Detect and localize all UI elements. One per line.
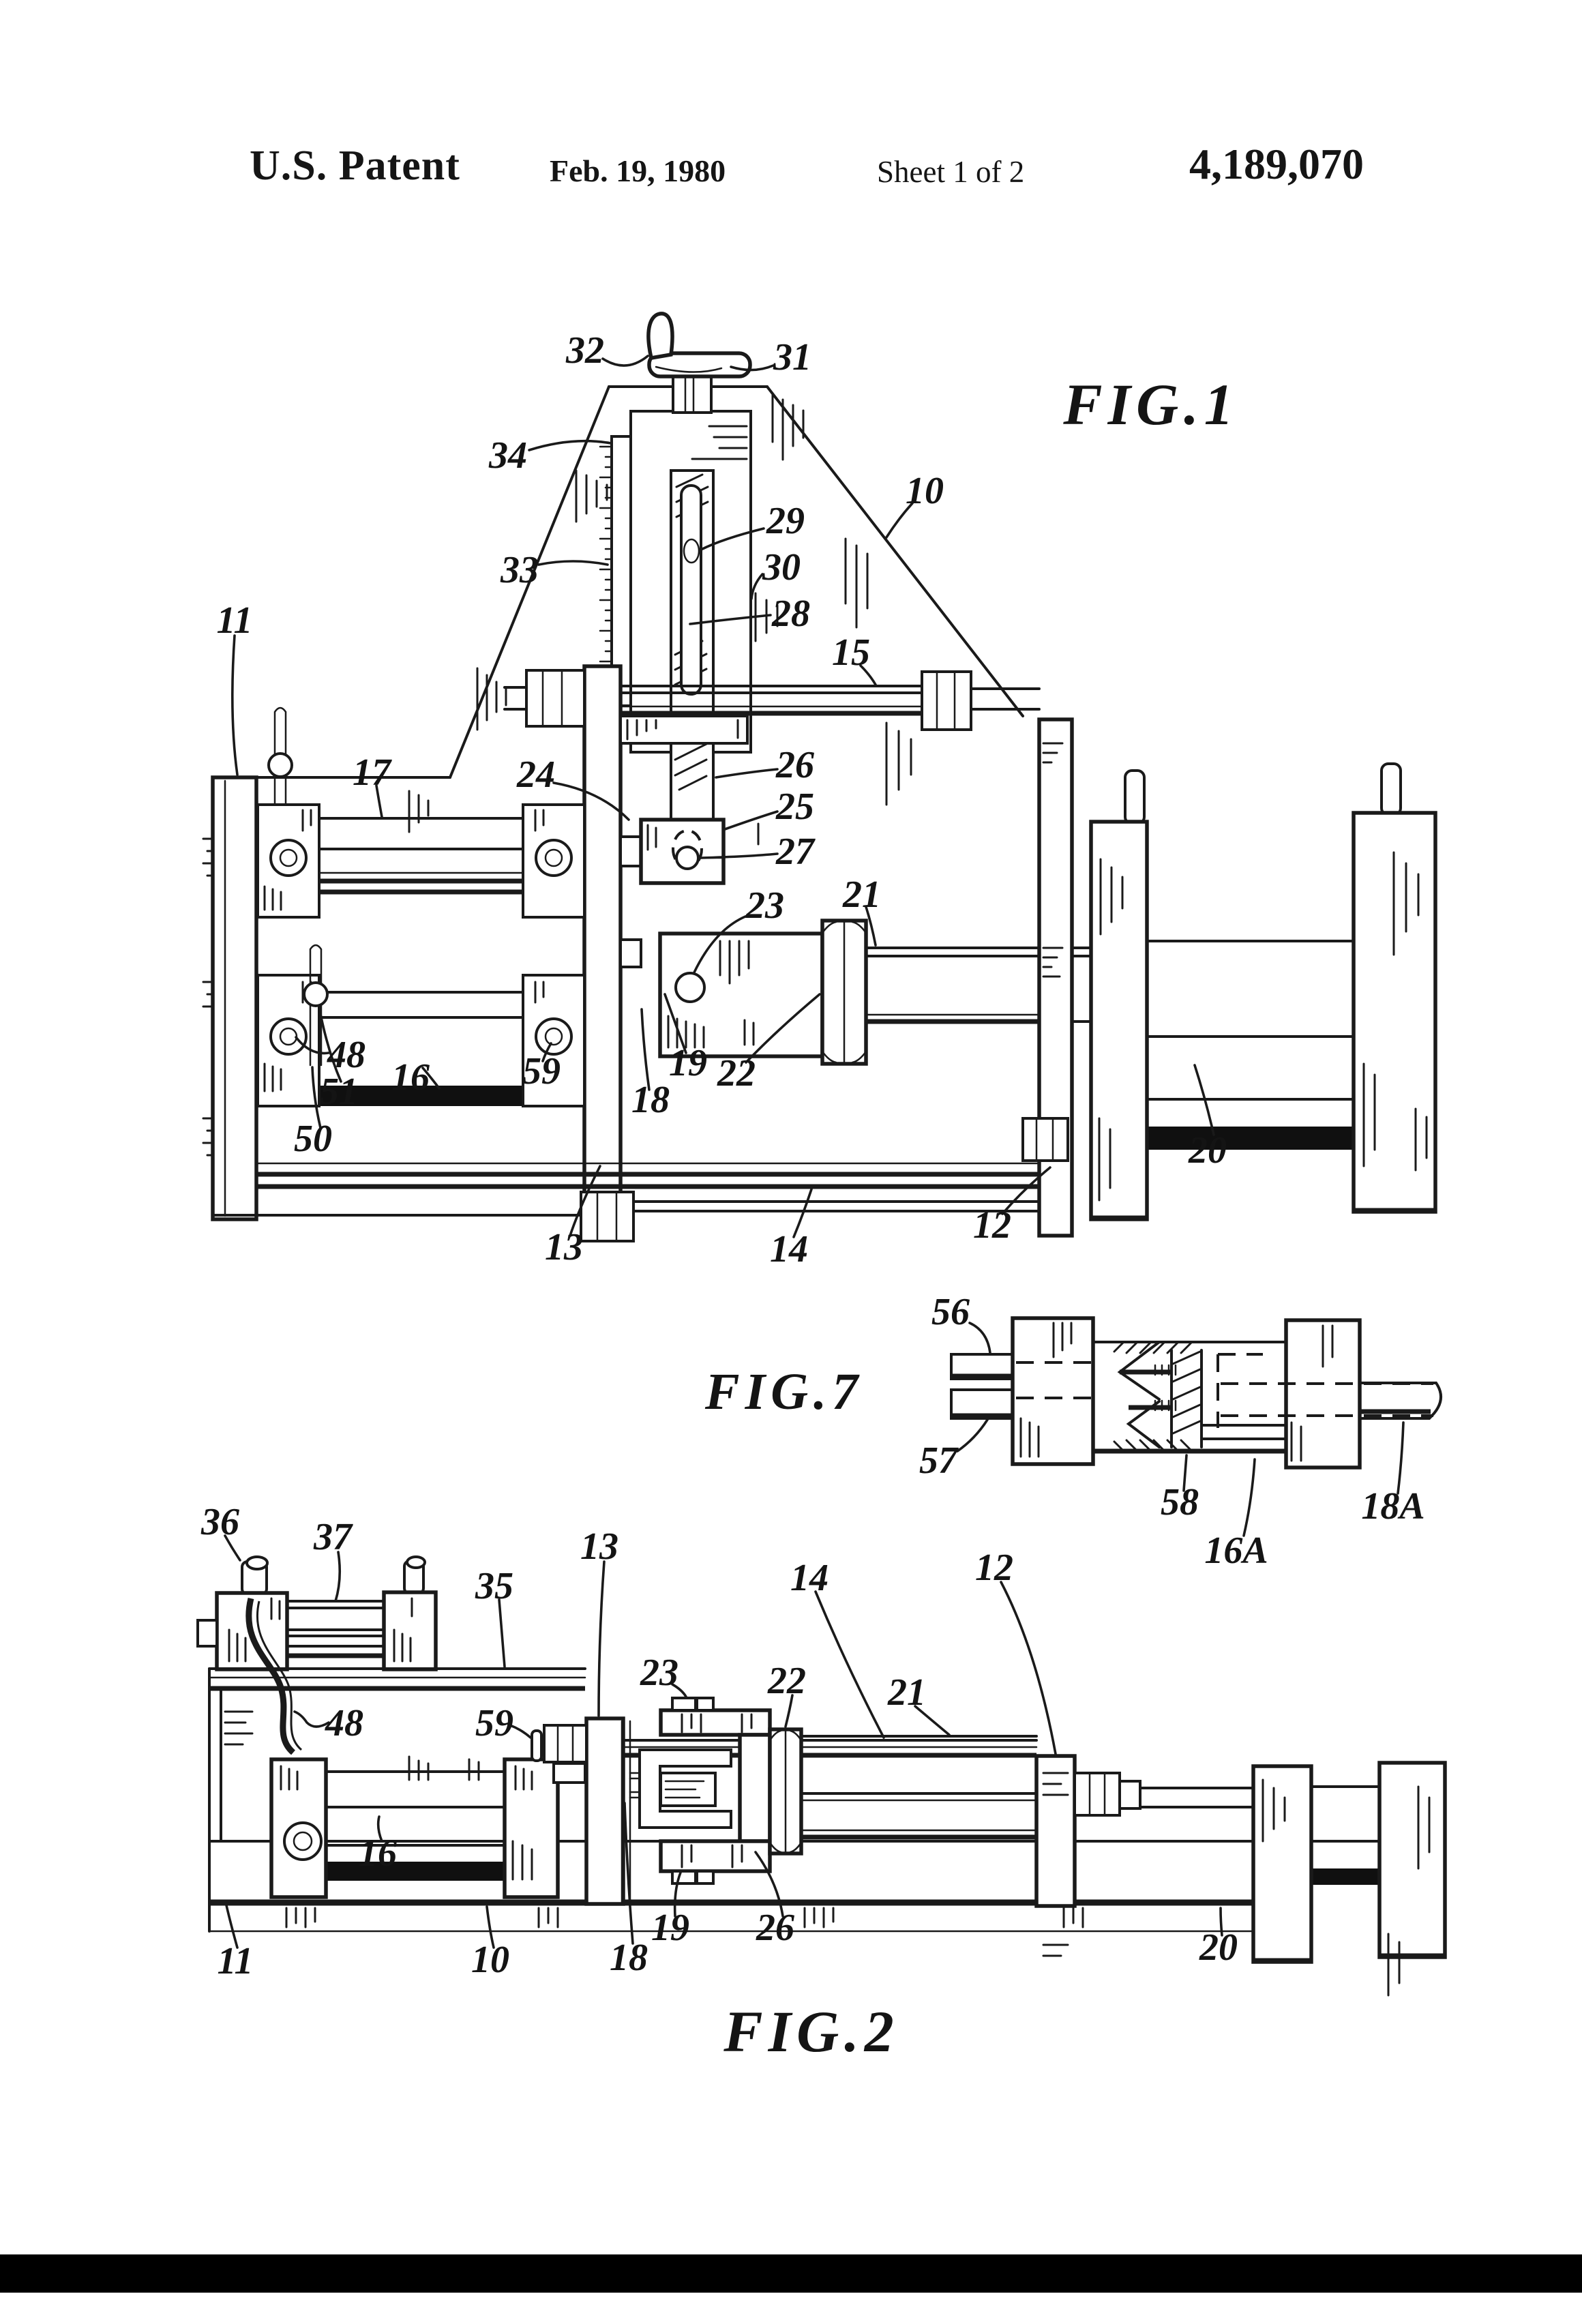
ref-label-59: 59 bbox=[475, 1702, 513, 1744]
fig1-tie-rod-nut-right bbox=[921, 670, 972, 731]
fig1-centre-plate bbox=[503, 664, 1041, 1223]
ref-label-18A: 18A bbox=[1361, 1485, 1424, 1528]
ref-label-17: 17 bbox=[353, 751, 392, 794]
ref-label-25: 25 bbox=[775, 786, 814, 828]
scan-footer-bar bbox=[0, 2254, 1582, 2293]
ref-label-59: 59 bbox=[522, 1050, 561, 1092]
ref-label-12: 12 bbox=[975, 1547, 1013, 1589]
ref-label-14: 14 bbox=[790, 1557, 829, 1599]
ref-label-11: 11 bbox=[217, 599, 253, 642]
ref-label-10: 10 bbox=[471, 1939, 509, 1981]
ref-label-13: 13 bbox=[545, 1226, 583, 1268]
ref-label-16: 16 bbox=[359, 1832, 397, 1875]
ref-label-15: 15 bbox=[832, 631, 870, 674]
fig1-bottom-nut-right bbox=[1021, 1117, 1069, 1162]
ref-label-21: 21 bbox=[887, 1671, 926, 1714]
fig1-right-end-plate bbox=[211, 717, 1074, 1242]
ref-label-20: 20 bbox=[1199, 1926, 1238, 1969]
patent-header-title: U.S. Patent bbox=[250, 143, 460, 189]
ref-label-22: 22 bbox=[767, 1660, 806, 1702]
fig2-caption: FIG.2 bbox=[723, 1999, 899, 2064]
fig1-slide-blocks bbox=[619, 818, 1041, 1066]
ref-label-51: 51 bbox=[320, 1071, 358, 1113]
ref-label-16A: 16A bbox=[1204, 1530, 1268, 1572]
ref-label-27: 27 bbox=[775, 831, 816, 873]
fig7-coupling-detail bbox=[950, 1316, 1442, 1470]
fig2-output-cylinder bbox=[1139, 1761, 1447, 1997]
fig1-handle-knob bbox=[646, 312, 674, 361]
ref-label-57: 57 bbox=[919, 1440, 959, 1482]
ref-label-10: 10 bbox=[906, 470, 944, 512]
ref-label-26: 26 bbox=[775, 744, 814, 786]
fig2-pin-59 bbox=[531, 1729, 543, 1762]
ref-label-36: 36 bbox=[200, 1501, 239, 1543]
ref-label-26: 26 bbox=[756, 1907, 794, 1949]
ref-label-13: 13 bbox=[580, 1525, 618, 1568]
ref-label-14: 14 bbox=[770, 1228, 808, 1270]
fig2-centre-assembly bbox=[543, 1697, 1141, 1957]
ref-label-32: 32 bbox=[565, 329, 604, 372]
ref-label-20: 20 bbox=[1188, 1129, 1227, 1172]
ref-label-19: 19 bbox=[669, 1042, 707, 1084]
fig1-upper-rail bbox=[256, 803, 586, 919]
ref-label-33: 33 bbox=[500, 549, 539, 591]
patent-header-date: Feb. 19, 1980 bbox=[550, 153, 726, 188]
fig1-caption: FIG.1 bbox=[1062, 372, 1238, 437]
fig1-output-cylinder bbox=[1071, 762, 1437, 1221]
ref-label-22: 22 bbox=[717, 1052, 756, 1094]
ref-label-34: 34 bbox=[488, 434, 527, 477]
ref-label-48: 48 bbox=[327, 1034, 365, 1076]
fig2-left-bracket bbox=[196, 1555, 438, 1755]
fig1-leader-lines bbox=[231, 355, 1215, 1238]
ref-label-29: 29 bbox=[766, 500, 805, 542]
ref-label-12: 12 bbox=[973, 1204, 1011, 1247]
fig1-latch-pins bbox=[267, 706, 329, 1067]
fig1-bottom-nut-centre bbox=[580, 1191, 635, 1242]
ref-label-35: 35 bbox=[475, 1565, 513, 1607]
ref-label-23: 23 bbox=[640, 1652, 678, 1694]
ref-label-19: 19 bbox=[651, 1907, 689, 1949]
ref-label-18: 18 bbox=[610, 1937, 648, 1979]
ref-label-58: 58 bbox=[1161, 1481, 1199, 1523]
ref-label-37: 37 bbox=[313, 1516, 353, 1558]
fig2-cylinder-16 bbox=[269, 1729, 560, 1899]
ref-label-50: 50 bbox=[294, 1118, 332, 1160]
patent-header-number: 4,189,070 bbox=[1189, 140, 1364, 188]
fig1-flange bbox=[619, 715, 749, 745]
ref-label-56: 56 bbox=[931, 1291, 970, 1333]
ref-label-23: 23 bbox=[745, 884, 784, 927]
fig2-leader-lines bbox=[224, 1534, 1223, 1949]
ref-label-11: 11 bbox=[218, 1940, 254, 1982]
ref-label-18: 18 bbox=[631, 1079, 670, 1121]
patent-header-sheet: Sheet 1 of 2 bbox=[877, 155, 1025, 189]
fig1-tie-rod-nut-left bbox=[525, 669, 586, 728]
fig7-caption: FIG.7 bbox=[704, 1363, 863, 1420]
ref-label-48: 48 bbox=[325, 1702, 363, 1744]
ref-label-16: 16 bbox=[391, 1056, 430, 1099]
fig1-clamp-handle bbox=[646, 312, 752, 414]
fig7-leader-lines bbox=[956, 1322, 1405, 1537]
ref-label-31: 31 bbox=[773, 336, 811, 378]
ref-label-24: 24 bbox=[516, 754, 555, 796]
ref-label-21: 21 bbox=[842, 874, 881, 916]
fig1-left-end-plate bbox=[202, 775, 289, 1221]
ref-label-28: 28 bbox=[771, 593, 810, 635]
fig1-column bbox=[629, 410, 779, 821]
ref-label-30: 30 bbox=[762, 546, 801, 589]
